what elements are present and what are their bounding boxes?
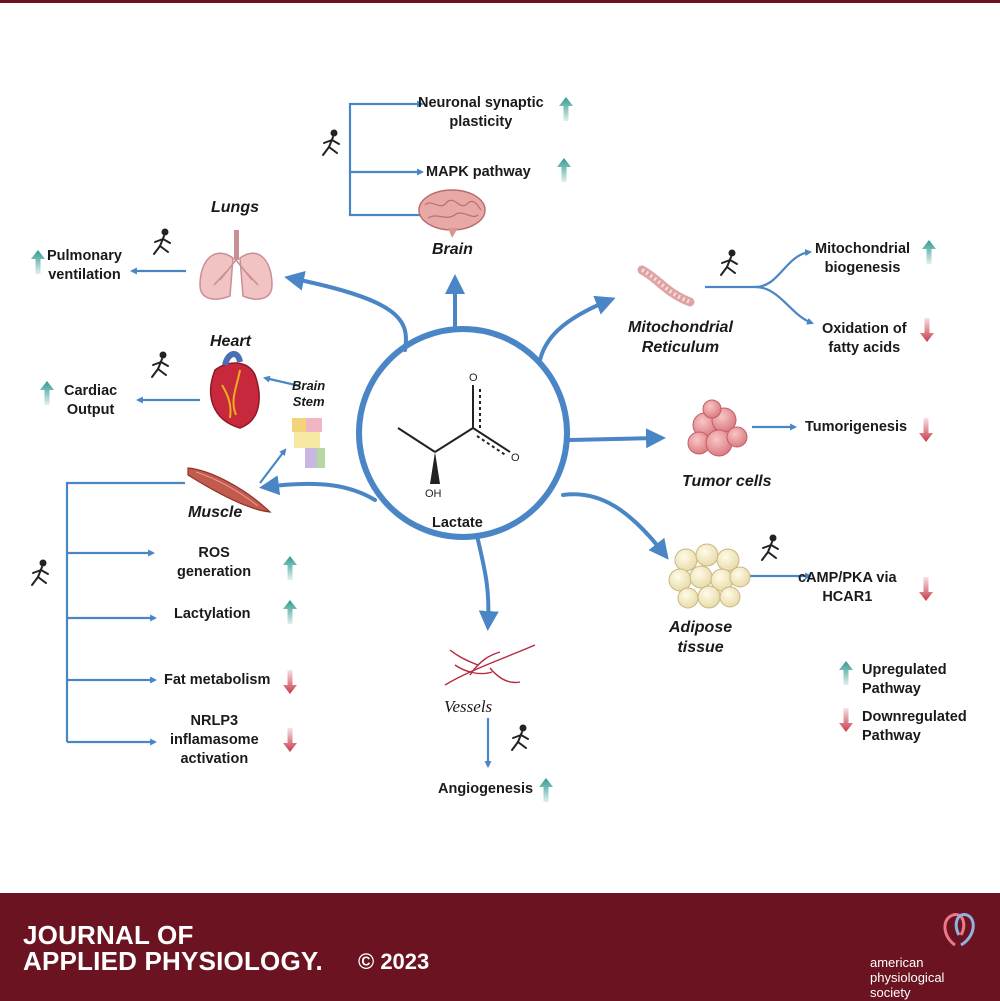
down-arrow-nrlp3 <box>283 728 297 752</box>
radial-arrows <box>259 270 669 631</box>
brain-icon <box>418 189 486 238</box>
effect-camp-pka: cAMP/PKA via HCAR1 <box>798 570 897 605</box>
effect-arrows <box>65 100 814 769</box>
organ-heart: Heart <box>210 333 251 350</box>
up-arrow-neuronal <box>559 97 573 121</box>
up-arrow-mito-biogenesis <box>922 240 936 264</box>
up-arrow-angiogenesis <box>539 778 553 802</box>
effect-angiogenesis: Angiogenesis <box>438 781 534 797</box>
down-arrow-tumorigenesis <box>919 418 933 442</box>
atom-o-right: O <box>511 452 520 464</box>
tumor-cells-icon <box>687 399 748 457</box>
top-border <box>0 0 1000 3</box>
up-arrow-cardiac <box>40 381 54 405</box>
effect-oxidation-fatty-acids: Oxidation of fatty acids <box>822 321 907 356</box>
up-arrow-mapk <box>557 158 571 182</box>
organ-muscle: Muscle <box>188 504 243 521</box>
effect-tumorigenesis: Tumorigenesis <box>805 419 908 435</box>
effect-pulmonary-ventilation: Pulmonary ventilation <box>47 248 122 283</box>
effect-lactylation: Lactylation <box>174 606 251 622</box>
up-arrow-pulmonary <box>31 250 45 274</box>
up-arrow-lactylation <box>283 600 297 624</box>
effect-mapk-pathway: MAPK pathway <box>426 164 531 180</box>
atom-o-top: O <box>469 372 478 384</box>
effect-nrlp3: NRLP3 inflamasome activation <box>170 713 259 767</box>
muscle-icon <box>187 467 272 513</box>
adipose-tissue-icon <box>668 543 751 609</box>
organ-lungs: Lungs <box>211 199 259 216</box>
organ-adipose-tissue: Adipose tissue <box>669 619 733 656</box>
runner-icon-heart <box>151 351 169 378</box>
runner-icon-adipose <box>761 534 779 561</box>
legend-downregulated: Downregulated Pathway <box>862 709 967 744</box>
brain-stem-icon <box>292 418 325 468</box>
lactate-label: Lactate <box>432 515 483 531</box>
legend-up-arrow <box>839 661 853 685</box>
lactate-diagram <box>31 97 936 802</box>
runner-icon-muscle <box>31 559 49 586</box>
effect-fat-metabolism: Fat metabolism <box>164 672 271 688</box>
runner-icon-vessels <box>511 724 529 751</box>
runner-icon-brain <box>322 129 340 156</box>
effect-ros-generation: ROS generation <box>177 545 252 580</box>
organ-vessels: Vessels <box>444 697 493 716</box>
down-arrow-fat-metabolism <box>283 670 297 694</box>
journal-title-line1: JOURNAL OF <box>23 920 194 950</box>
atom-oh: OH <box>425 488 442 500</box>
footer-bar <box>0 893 1000 1001</box>
legend-upregulated: Upregulated Pathway <box>862 662 947 697</box>
down-arrow-camp <box>919 577 933 601</box>
society-name: american physiological society <box>870 955 945 1000</box>
lungs-icon <box>199 230 273 300</box>
up-arrow-ros <box>283 556 297 580</box>
runner-icon-lungs <box>153 228 171 255</box>
effect-mitochondrial-biogenesis: Mitochondrial biogenesis <box>815 241 911 276</box>
vessels-icon <box>444 644 536 686</box>
lactate-circle <box>356 326 570 540</box>
down-arrow-oxidation <box>920 318 934 342</box>
journal-title-line2: APPLIED PHYSIOLOGY. <box>23 946 323 976</box>
effect-cardiac-output: Cardiac Output <box>64 383 118 418</box>
legend-down-arrow <box>839 708 853 732</box>
runner-icon-mito <box>720 249 738 276</box>
organ-mitochondrial-reticulum: Mitochondrial Reticulum <box>628 319 733 356</box>
organ-brain: Brain <box>432 241 473 258</box>
aps-logo-icon <box>943 913 975 947</box>
mitochondrial-reticulum-icon <box>637 265 695 307</box>
lactate-molecule <box>397 385 511 484</box>
organ-brain-stem: Brain Stem <box>292 378 326 409</box>
copyright: © 2023 <box>358 949 430 974</box>
organ-tumor-cells: Tumor cells <box>682 473 772 490</box>
heart-icon <box>209 351 260 429</box>
effect-neuronal-synaptic-plasticity: Neuronal synaptic plasticity <box>418 95 544 130</box>
